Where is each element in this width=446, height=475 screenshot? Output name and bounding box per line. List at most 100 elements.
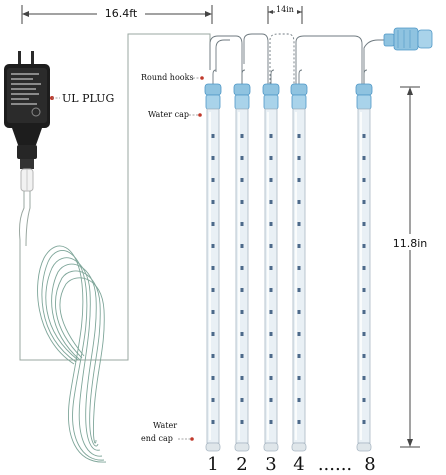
led [240, 200, 244, 204]
tube-3 [262, 69, 280, 452]
led [211, 134, 215, 138]
water-end-cap-label-2: end cap [141, 434, 173, 443]
led [269, 288, 273, 292]
led [269, 376, 273, 380]
plug-label: UL PLUG [62, 92, 114, 105]
water-cap [205, 94, 221, 110]
led [362, 200, 366, 204]
led [240, 332, 244, 336]
led [211, 376, 215, 380]
tube-4 [290, 69, 308, 452]
led [297, 420, 301, 424]
led [362, 156, 366, 160]
led [269, 222, 273, 226]
led [297, 310, 301, 314]
led [211, 332, 215, 336]
led [240, 222, 244, 226]
water-end-cap-callout: Water end cap [141, 421, 194, 443]
tube-1 [204, 69, 222, 452]
led [269, 244, 273, 248]
led [269, 266, 273, 270]
led [211, 288, 215, 292]
led [269, 178, 273, 182]
top-cap [233, 83, 251, 96]
end-cap [234, 442, 250, 452]
top-cap [262, 83, 280, 96]
water-cap-label: Water cap [148, 110, 189, 119]
led [362, 288, 366, 292]
led [362, 398, 366, 402]
cable-length-dimension: 16.4ft [21, 5, 213, 24]
led [211, 420, 215, 424]
led [269, 134, 273, 138]
led [362, 222, 366, 226]
led [297, 134, 301, 138]
led [269, 354, 273, 358]
round-hooks-callout: Round hooks [141, 73, 204, 82]
top-cap [204, 83, 222, 96]
led [297, 354, 301, 358]
water-cap [234, 94, 250, 110]
tube-spacing-dimension: 14in [267, 3, 303, 24]
led [240, 288, 244, 292]
led [211, 200, 215, 204]
led [362, 310, 366, 314]
led [211, 398, 215, 402]
led [240, 134, 244, 138]
led [362, 332, 366, 336]
led [362, 266, 366, 270]
led [211, 310, 215, 314]
round-hooks-label: Round hooks [141, 73, 194, 82]
end-cap [356, 442, 372, 452]
led [211, 222, 215, 226]
meteor-tubes [204, 69, 373, 452]
round-hook [270, 69, 275, 84]
top-cap [355, 83, 373, 96]
tube-number-1: 1 [207, 454, 218, 475]
led [211, 354, 215, 358]
led [269, 200, 273, 204]
led [362, 420, 366, 424]
led [211, 244, 215, 248]
round-hook [363, 69, 368, 84]
round-hook [212, 69, 217, 84]
tube-number-4: 4 [293, 454, 304, 475]
plug-callout: UL PLUG [50, 92, 114, 105]
led [362, 354, 366, 358]
led [240, 310, 244, 314]
led [240, 266, 244, 270]
coiled-cable [37, 245, 107, 463]
led [240, 420, 244, 424]
led [211, 266, 215, 270]
led [362, 134, 366, 138]
led [211, 178, 215, 182]
led [362, 244, 366, 248]
led [297, 288, 301, 292]
led [240, 398, 244, 402]
led [297, 398, 301, 402]
tube-2 [233, 69, 251, 452]
led [297, 332, 301, 336]
cable-length-label: 16.4ft [105, 7, 138, 20]
led [269, 310, 273, 314]
led [269, 332, 273, 336]
led [297, 200, 301, 204]
end-cap [205, 442, 221, 452]
top-wires [209, 33, 396, 84]
tube-length-label: 11.8in [393, 237, 428, 250]
led [269, 420, 273, 424]
led [240, 178, 244, 182]
led [297, 178, 301, 182]
tube-spacing-label: 14in [276, 5, 294, 14]
tube-8 [355, 69, 373, 452]
led [240, 156, 244, 160]
led [269, 156, 273, 160]
led [211, 156, 215, 160]
led [269, 398, 273, 402]
water-cap [291, 94, 307, 110]
led [362, 376, 366, 380]
led [297, 156, 301, 160]
plug-adapter [4, 51, 50, 192]
led [297, 266, 301, 270]
top-cap [290, 83, 308, 96]
